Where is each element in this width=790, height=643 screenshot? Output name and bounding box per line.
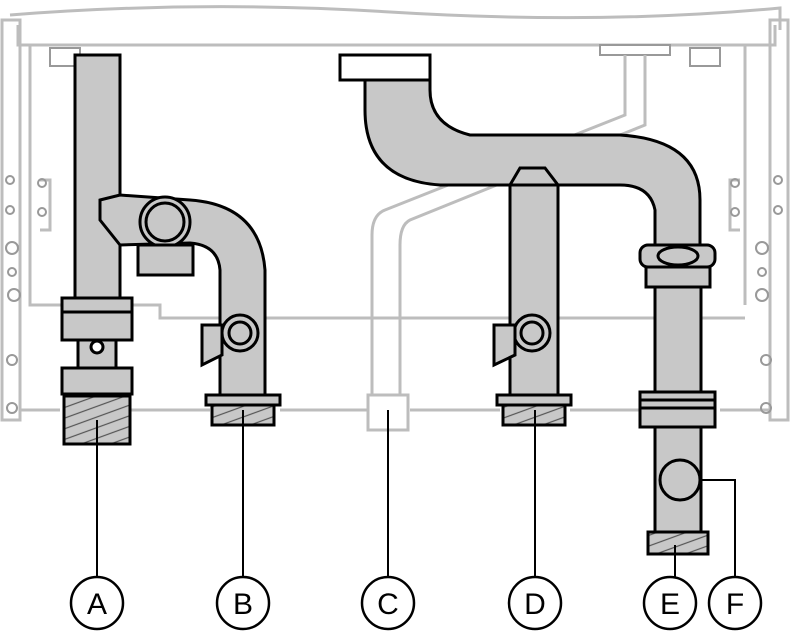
callout-b-circle bbox=[215, 575, 271, 631]
pipe-e bbox=[638, 243, 717, 556]
callout-c-circle bbox=[360, 575, 416, 631]
callout-labels: A B C D E F bbox=[87, 588, 744, 621]
callout-e-circle bbox=[642, 575, 698, 631]
label-a: A bbox=[87, 588, 107, 621]
label-c: C bbox=[377, 588, 399, 621]
callout-f-circle bbox=[707, 575, 763, 631]
callout-a-circle bbox=[69, 575, 125, 631]
callout-circles bbox=[69, 575, 763, 631]
pipe-a bbox=[60, 53, 134, 446]
pipe-c bbox=[366, 55, 647, 432]
label-e: E bbox=[660, 588, 680, 621]
pipe-b bbox=[98, 193, 282, 427]
frame-holes bbox=[5, 175, 783, 414]
label-f: F bbox=[726, 588, 744, 621]
pipe-d bbox=[338, 53, 702, 427]
label-d: D bbox=[524, 588, 546, 621]
top-brackets bbox=[49, 44, 721, 67]
callout-d-circle bbox=[507, 575, 563, 631]
leader-lines bbox=[96, 410, 736, 580]
label-b: B bbox=[233, 588, 253, 621]
